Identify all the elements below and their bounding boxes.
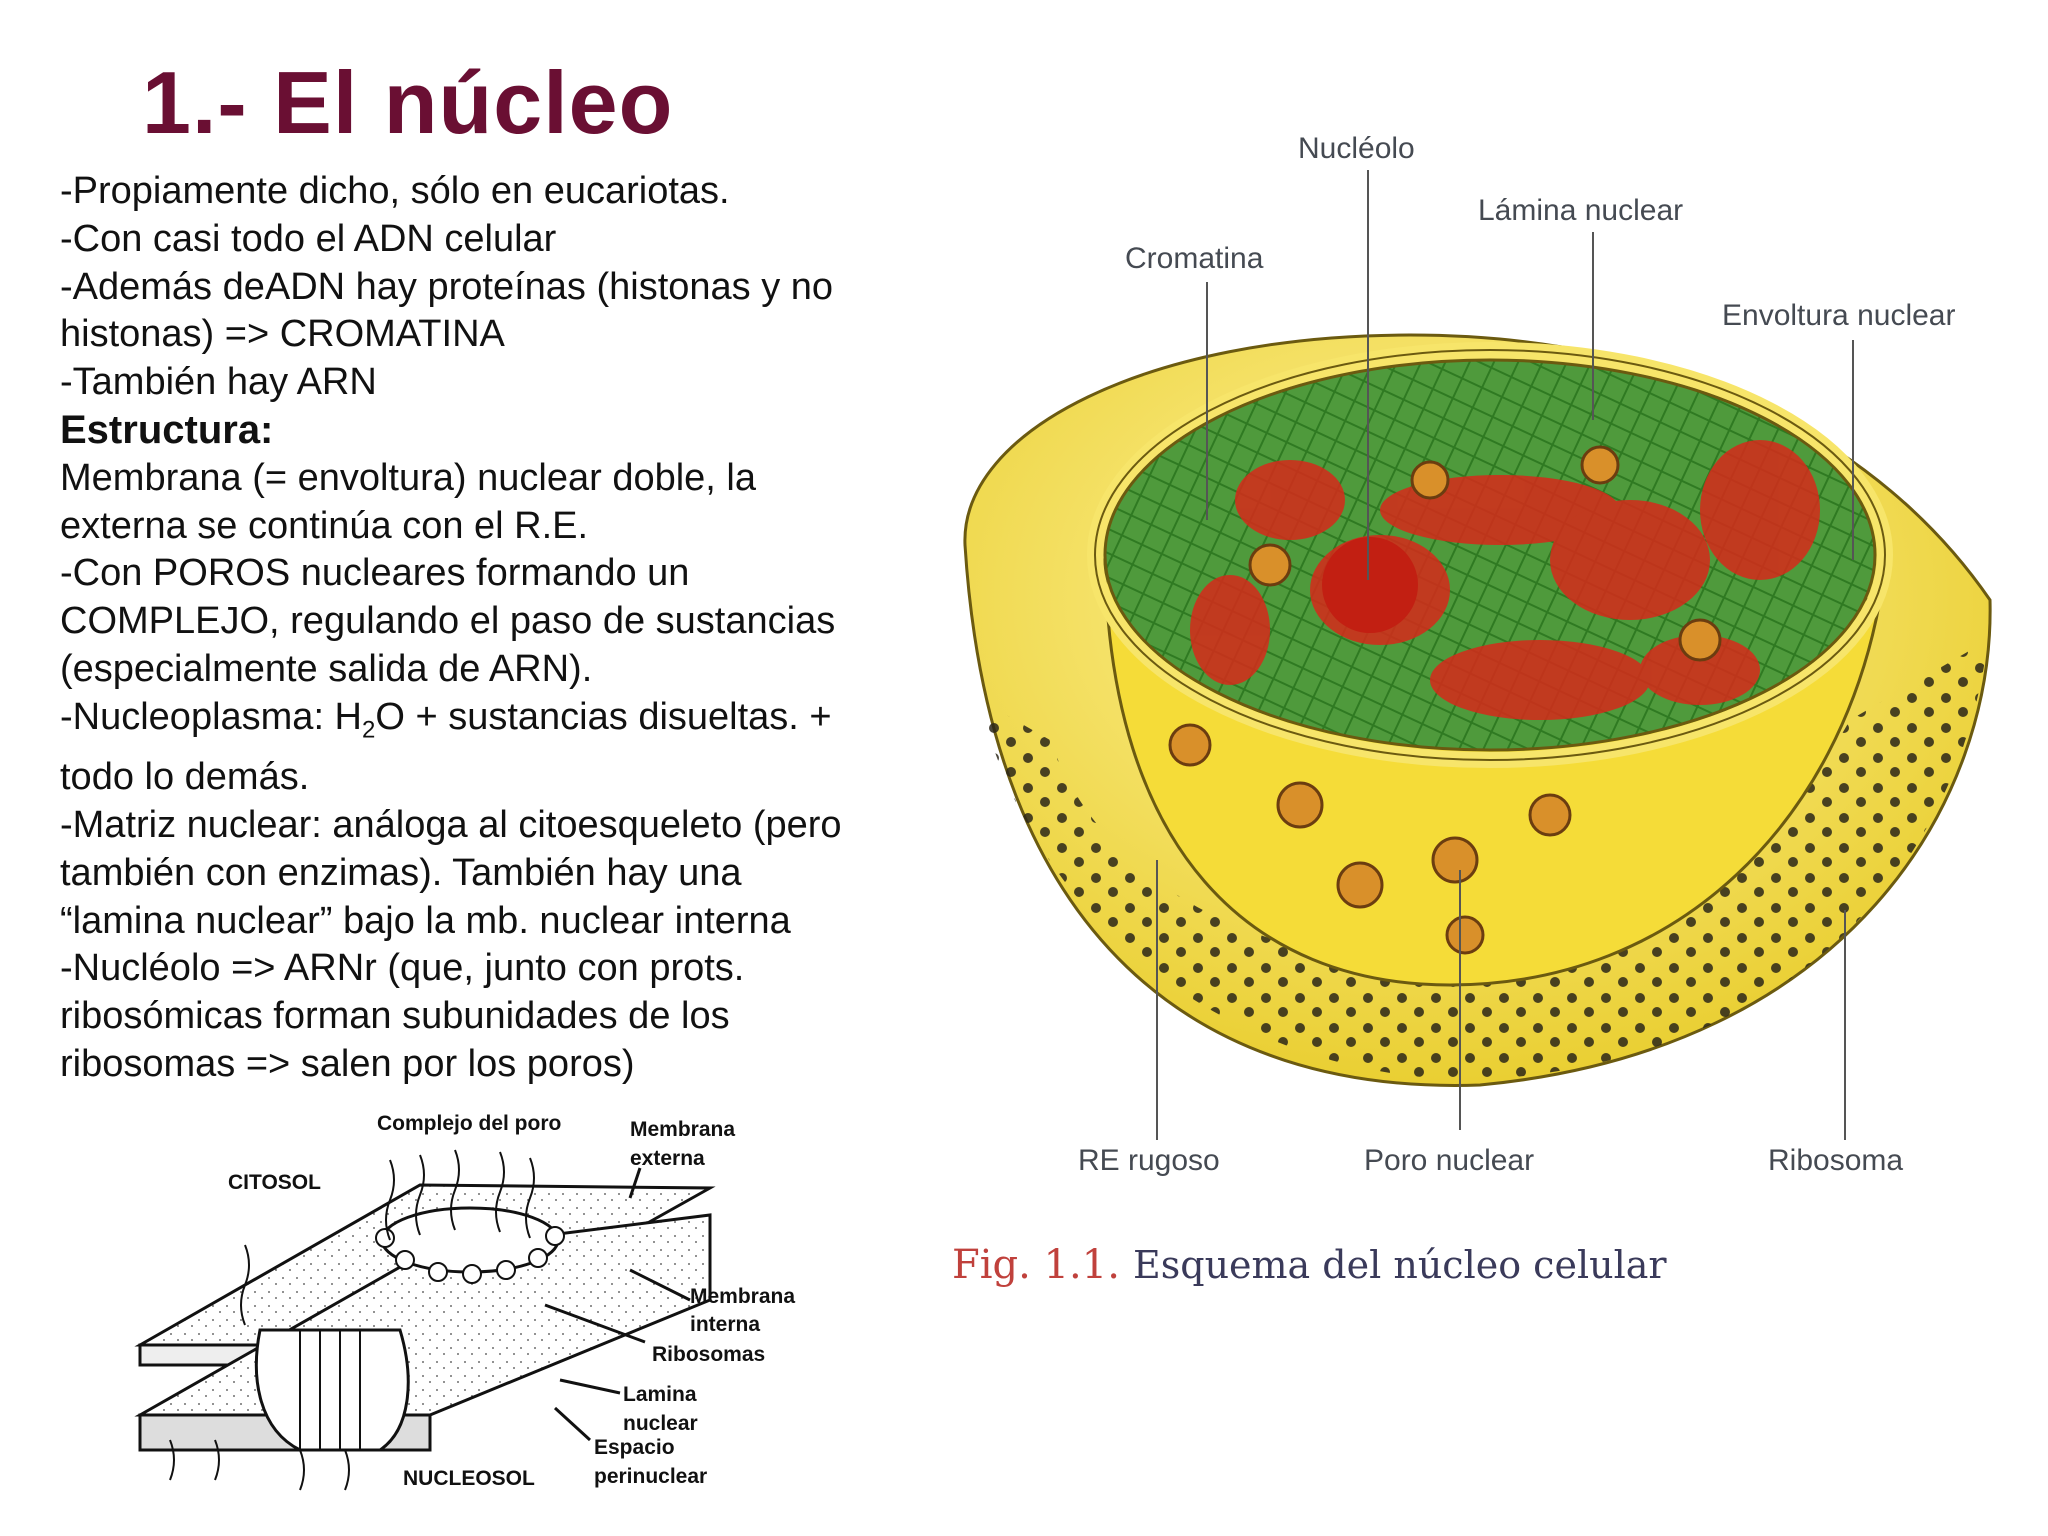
envelope-rim-outline	[1094, 349, 1886, 761]
formula-subscript: 2	[362, 716, 376, 744]
text-line: también con enzimas). También hay una	[60, 851, 742, 894]
label-membrana-interna-2: interna	[690, 1313, 760, 1336]
nucleus-leader-lines	[1156, 170, 1854, 1140]
label-membrana-externa-1: Membrana	[630, 1118, 735, 1141]
figure-caption-text: Esquema del núcleo celular	[1133, 1243, 1667, 1287]
text-line: -También hay ARN	[60, 361, 377, 404]
text-line: -Nucléolo => ARNr (que, junto con prots.	[60, 947, 745, 990]
label-re-rugoso: RE rugoso	[1078, 1144, 1220, 1177]
section-heading: Estructura:	[60, 407, 274, 452]
text-line: -Con POROS nucleares formando un	[60, 552, 690, 595]
formula-part: -Nucleoplasma: H	[60, 695, 362, 738]
text-line: COMPLEJO, regulando el paso de sustancia…	[60, 600, 836, 643]
text-line: ribosómicas forman subunidades de los	[60, 995, 730, 1038]
label-ribosomas: Ribosomas	[652, 1343, 765, 1366]
text-line: histonas) => CROMATINA	[60, 313, 505, 356]
label-poro-nuclear: Poro nuclear	[1364, 1144, 1534, 1177]
text-line: (especialmente salida de ARN).	[60, 647, 593, 690]
pore-complex-subunits	[375, 1226, 565, 1284]
label-lamina-1: Lamina	[623, 1383, 697, 1406]
label-nucleosol: NUCLEOSOL	[403, 1467, 535, 1490]
label-membrana-externa-2: externa	[630, 1147, 705, 1170]
pore-filaments	[169, 1149, 535, 1491]
text-line-formula: -Nucleoplasma: H2O + sustancias disuelta…	[60, 694, 900, 754]
figure-caption-number: Fig. 1.1.	[952, 1242, 1120, 1288]
slide-title: 1.- El núcleo	[142, 53, 674, 152]
pore-cross-section	[254, 1328, 410, 1452]
chromatin	[1190, 440, 1820, 720]
label-lamina-nuclear: Lámina nuclear	[1478, 194, 1683, 227]
label-espacio-1: Espacio	[594, 1436, 675, 1459]
label-nucleolo: Nucléolo	[1298, 132, 1415, 165]
label-complejo-del-poro: Complejo del poro	[377, 1112, 561, 1135]
label-lamina-2: nuclear	[623, 1412, 698, 1435]
text-line: Membrana (= envoltura) nuclear doble, la	[60, 456, 756, 499]
text-line: -Además deADN hay proteínas (histonas y …	[60, 265, 834, 308]
label-espacio-2: perinuclear	[594, 1465, 707, 1488]
slide-body-text: -Propiamente dicho, sólo en eucariotas. …	[60, 168, 900, 1089]
pore-leader-lines	[544, 1167, 691, 1442]
pore-channel-lines	[299, 1330, 361, 1450]
label-membrana-interna-1: Membrana	[690, 1285, 795, 1308]
text-line: “lamina nuclear” bajo la mb. nuclear int…	[60, 899, 791, 942]
nucleolus	[1322, 537, 1418, 633]
nucleus-diagram: Nucléolo Lámina nuclear Cromatina Envolt…	[952, 132, 1992, 1288]
nuclear-pores	[1168, 445, 1722, 955]
label-ribosoma: Ribosoma	[1768, 1144, 1903, 1177]
text-line: externa se continúa con el R.E.	[60, 504, 589, 547]
label-cromatina: Cromatina	[1125, 242, 1264, 275]
text-line: -Propiamente dicho, sólo en eucariotas.	[60, 170, 730, 212]
formula-part: O + sustancias disueltas. +	[375, 695, 832, 738]
text-line: -Con casi todo el ADN celular	[60, 217, 557, 260]
envelope-outer-dots	[980, 640, 1988, 1080]
text-line: ribosomas => salen por los poros)	[60, 1042, 635, 1085]
label-citosol: CITOSOL	[228, 1171, 321, 1194]
pore-diagram: Complejo del poro Membrana externa CITOS…	[134, 1112, 795, 1491]
text-line: todo lo demás.	[60, 756, 310, 799]
text-line: -Matriz nuclear: análoga al citoesquelet…	[60, 803, 842, 846]
label-envoltura-nuclear: Envoltura nuclear	[1722, 299, 1955, 332]
